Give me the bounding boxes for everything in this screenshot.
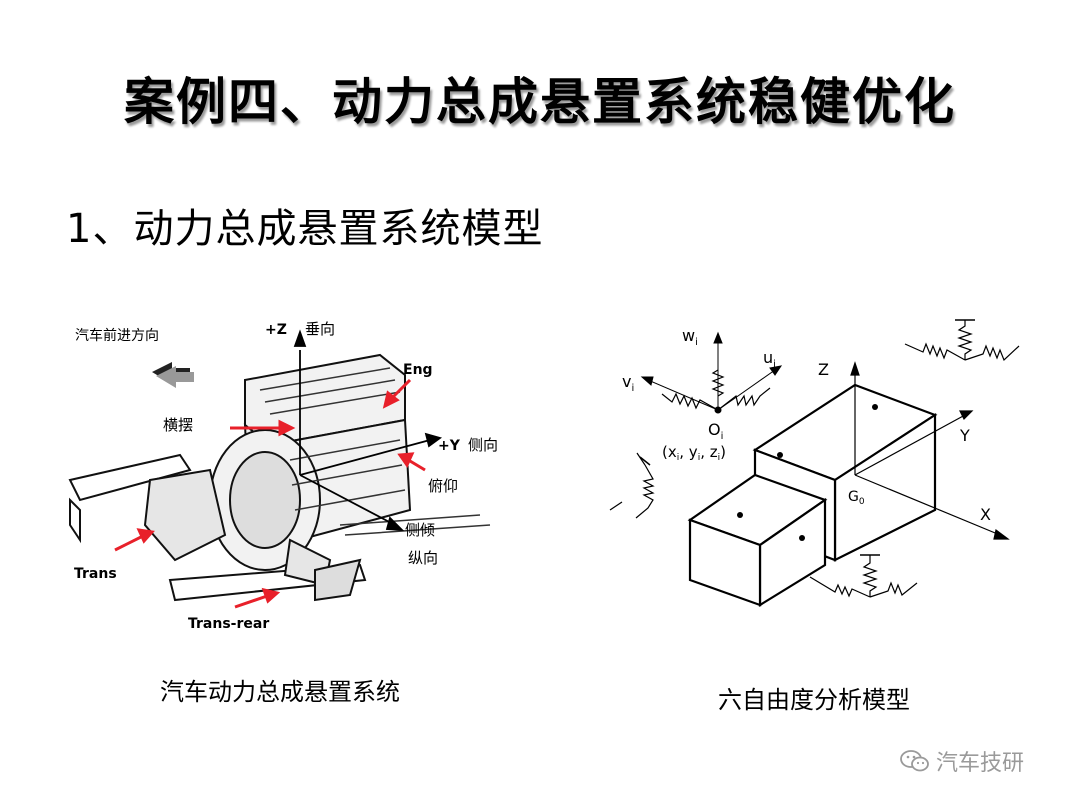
engine-figure-caption: 汽车动力总成悬置系统 bbox=[160, 678, 400, 706]
mount-arrows bbox=[114, 378, 426, 609]
label-longitudinal: 纵向 bbox=[408, 549, 438, 567]
six-dof-figure: wi ui vi Oi (xi, yi, zi) Z Y X G0 bbox=[609, 319, 1020, 607]
label-G: G0 bbox=[848, 489, 865, 507]
watermark-text: 汽车技研 bbox=[936, 751, 1025, 776]
label-w: wi bbox=[682, 326, 698, 348]
label-direction: 汽车前进方向 bbox=[75, 327, 159, 344]
slide-title: 案例四、动力总成悬置系统稳健优化 bbox=[124, 73, 956, 131]
label-v: vi bbox=[622, 372, 634, 394]
engine-axes bbox=[293, 329, 443, 532]
engine-mount-figure: 汽车前进方向 +Z 垂向 Eng 横摆 +Y 侧向 俯仰 侧倾 纵向 Trans… bbox=[68, 320, 498, 632]
box-dots bbox=[737, 404, 878, 541]
label-yaw: 横摆 bbox=[163, 416, 193, 434]
springs bbox=[609, 320, 1020, 598]
label-trans: Trans bbox=[74, 566, 117, 582]
spring-ground-marks bbox=[639, 319, 975, 556]
small-box bbox=[687, 473, 828, 607]
dof-figure-caption: 六自由度分析模型 bbox=[718, 686, 910, 714]
engine-block bbox=[143, 353, 412, 602]
slide-subtitle: 1、动力总成悬置系统模型 bbox=[66, 206, 544, 252]
label-u: ui bbox=[763, 348, 776, 370]
local-frame bbox=[640, 331, 783, 414]
label-origin: Oi bbox=[708, 420, 723, 442]
label-z-axis: +Z bbox=[265, 322, 287, 338]
watermark: 汽车技研 bbox=[900, 745, 1024, 777]
label-roll: 侧倾 bbox=[405, 521, 435, 539]
label-pitch: 俯仰 bbox=[428, 477, 458, 495]
label-coords: (xi, yi, zi) bbox=[662, 443, 726, 463]
label-Y: Y bbox=[959, 426, 970, 445]
forward-direction-shadow bbox=[156, 366, 194, 388]
dof-axes bbox=[850, 361, 1010, 540]
label-eng: Eng bbox=[403, 362, 433, 378]
label-X: X bbox=[980, 505, 991, 524]
label-vertical: 垂向 bbox=[305, 320, 335, 338]
label-lateral: 侧向 bbox=[468, 436, 498, 454]
label-Z: Z bbox=[818, 360, 829, 379]
label-y-axis: +Y bbox=[438, 438, 461, 454]
wechat-icon bbox=[900, 750, 929, 772]
label-trans-rear: Trans-rear bbox=[188, 616, 269, 632]
engine-detail-lines bbox=[259, 367, 491, 536]
